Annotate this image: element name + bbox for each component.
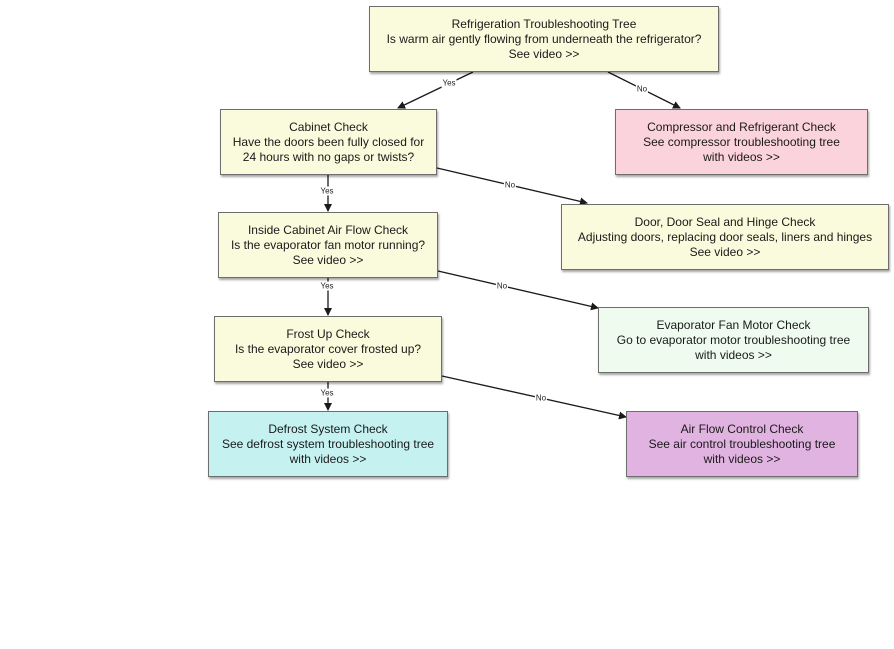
node-air-flow-control-check[interactable]: Air Flow Control Check See air control t… <box>626 411 858 477</box>
node-compressor-refrigerant-check[interactable]: Compressor and Refrigerant Check See com… <box>615 109 868 175</box>
node-refrigeration-troubleshooting-tree[interactable]: Refrigeration Troubleshooting Tree Is wa… <box>369 6 719 72</box>
node-inside-cabinet-air-flow-check[interactable]: Inside Cabinet Air Flow Check Is the eva… <box>218 212 438 278</box>
node-question: Is the evaporator cover frosted up? <box>234 341 422 356</box>
node-frost-up-check[interactable]: Frost Up Check Is the evaporator cover f… <box>214 316 442 382</box>
edge-label-yes: Yes <box>441 78 457 88</box>
node-title: Door, Door Seal and Hinge Check <box>634 214 816 229</box>
node-question: Have the doors been fully closed for <box>232 134 425 149</box>
edge-label-no: No <box>635 84 649 94</box>
node-question: 24 hours with no gaps or twists? <box>242 149 415 164</box>
node-description: Go to evaporator motor troubleshooting t… <box>616 332 851 347</box>
node-title: Evaporator Fan Motor Check <box>656 317 811 332</box>
edge-label-no: No <box>534 393 548 403</box>
node-question: Is the evaporator fan motor running? <box>230 237 426 252</box>
node-video-link[interactable]: with videos >> <box>289 451 367 466</box>
node-description: See air control troubleshooting tree <box>648 436 836 451</box>
node-video-link[interactable]: See video >> <box>292 252 364 267</box>
edge-root-cabinet <box>397 71 474 109</box>
node-title: Inside Cabinet Air Flow Check <box>247 222 409 237</box>
edge-label-yes: Yes <box>319 281 335 291</box>
node-video-link[interactable]: with videos >> <box>695 347 772 362</box>
node-question: Is warm air gently flowing from undernea… <box>386 31 702 46</box>
edge-label-no: No <box>495 281 509 291</box>
node-title: Refrigeration Troubleshooting Tree <box>451 16 637 31</box>
node-video-link[interactable]: with videos >> <box>703 149 780 164</box>
edge-frost-airflow <box>441 375 627 420</box>
node-title: Cabinet Check <box>289 119 368 134</box>
node-video-link[interactable]: with videos >> <box>703 451 781 466</box>
node-video-link[interactable]: See video >> <box>508 46 580 61</box>
edge-inside-fan <box>437 270 599 311</box>
node-description: See defrost system troubleshooting tree <box>221 436 435 451</box>
node-description: See compressor troubleshooting tree <box>643 134 840 149</box>
node-title: Defrost System Check <box>268 421 388 436</box>
node-evaporator-fan-motor-check[interactable]: Evaporator Fan Motor Check Go to evapora… <box>598 307 869 373</box>
node-defrost-system-check[interactable]: Defrost System Check See defrost system … <box>208 411 448 477</box>
node-title: Frost Up Check <box>286 326 370 341</box>
node-door-seal-hinge-check[interactable]: Door, Door Seal and Hinge Check Adjustin… <box>561 204 889 270</box>
node-video-link[interactable]: See video >> <box>689 244 761 259</box>
node-title: Air Flow Control Check <box>680 421 804 436</box>
edge-label-no: No <box>503 180 517 190</box>
node-description: Adjusting doors, replacing door seals, l… <box>577 229 873 244</box>
edge-label-yes: Yes <box>319 186 335 196</box>
edge-label-yes: Yes <box>319 388 335 398</box>
node-title: Compressor and Refrigerant Check <box>647 119 836 134</box>
node-cabinet-check[interactable]: Cabinet Check Have the doors been fully … <box>220 109 437 175</box>
node-video-link[interactable]: See video >> <box>292 356 364 371</box>
